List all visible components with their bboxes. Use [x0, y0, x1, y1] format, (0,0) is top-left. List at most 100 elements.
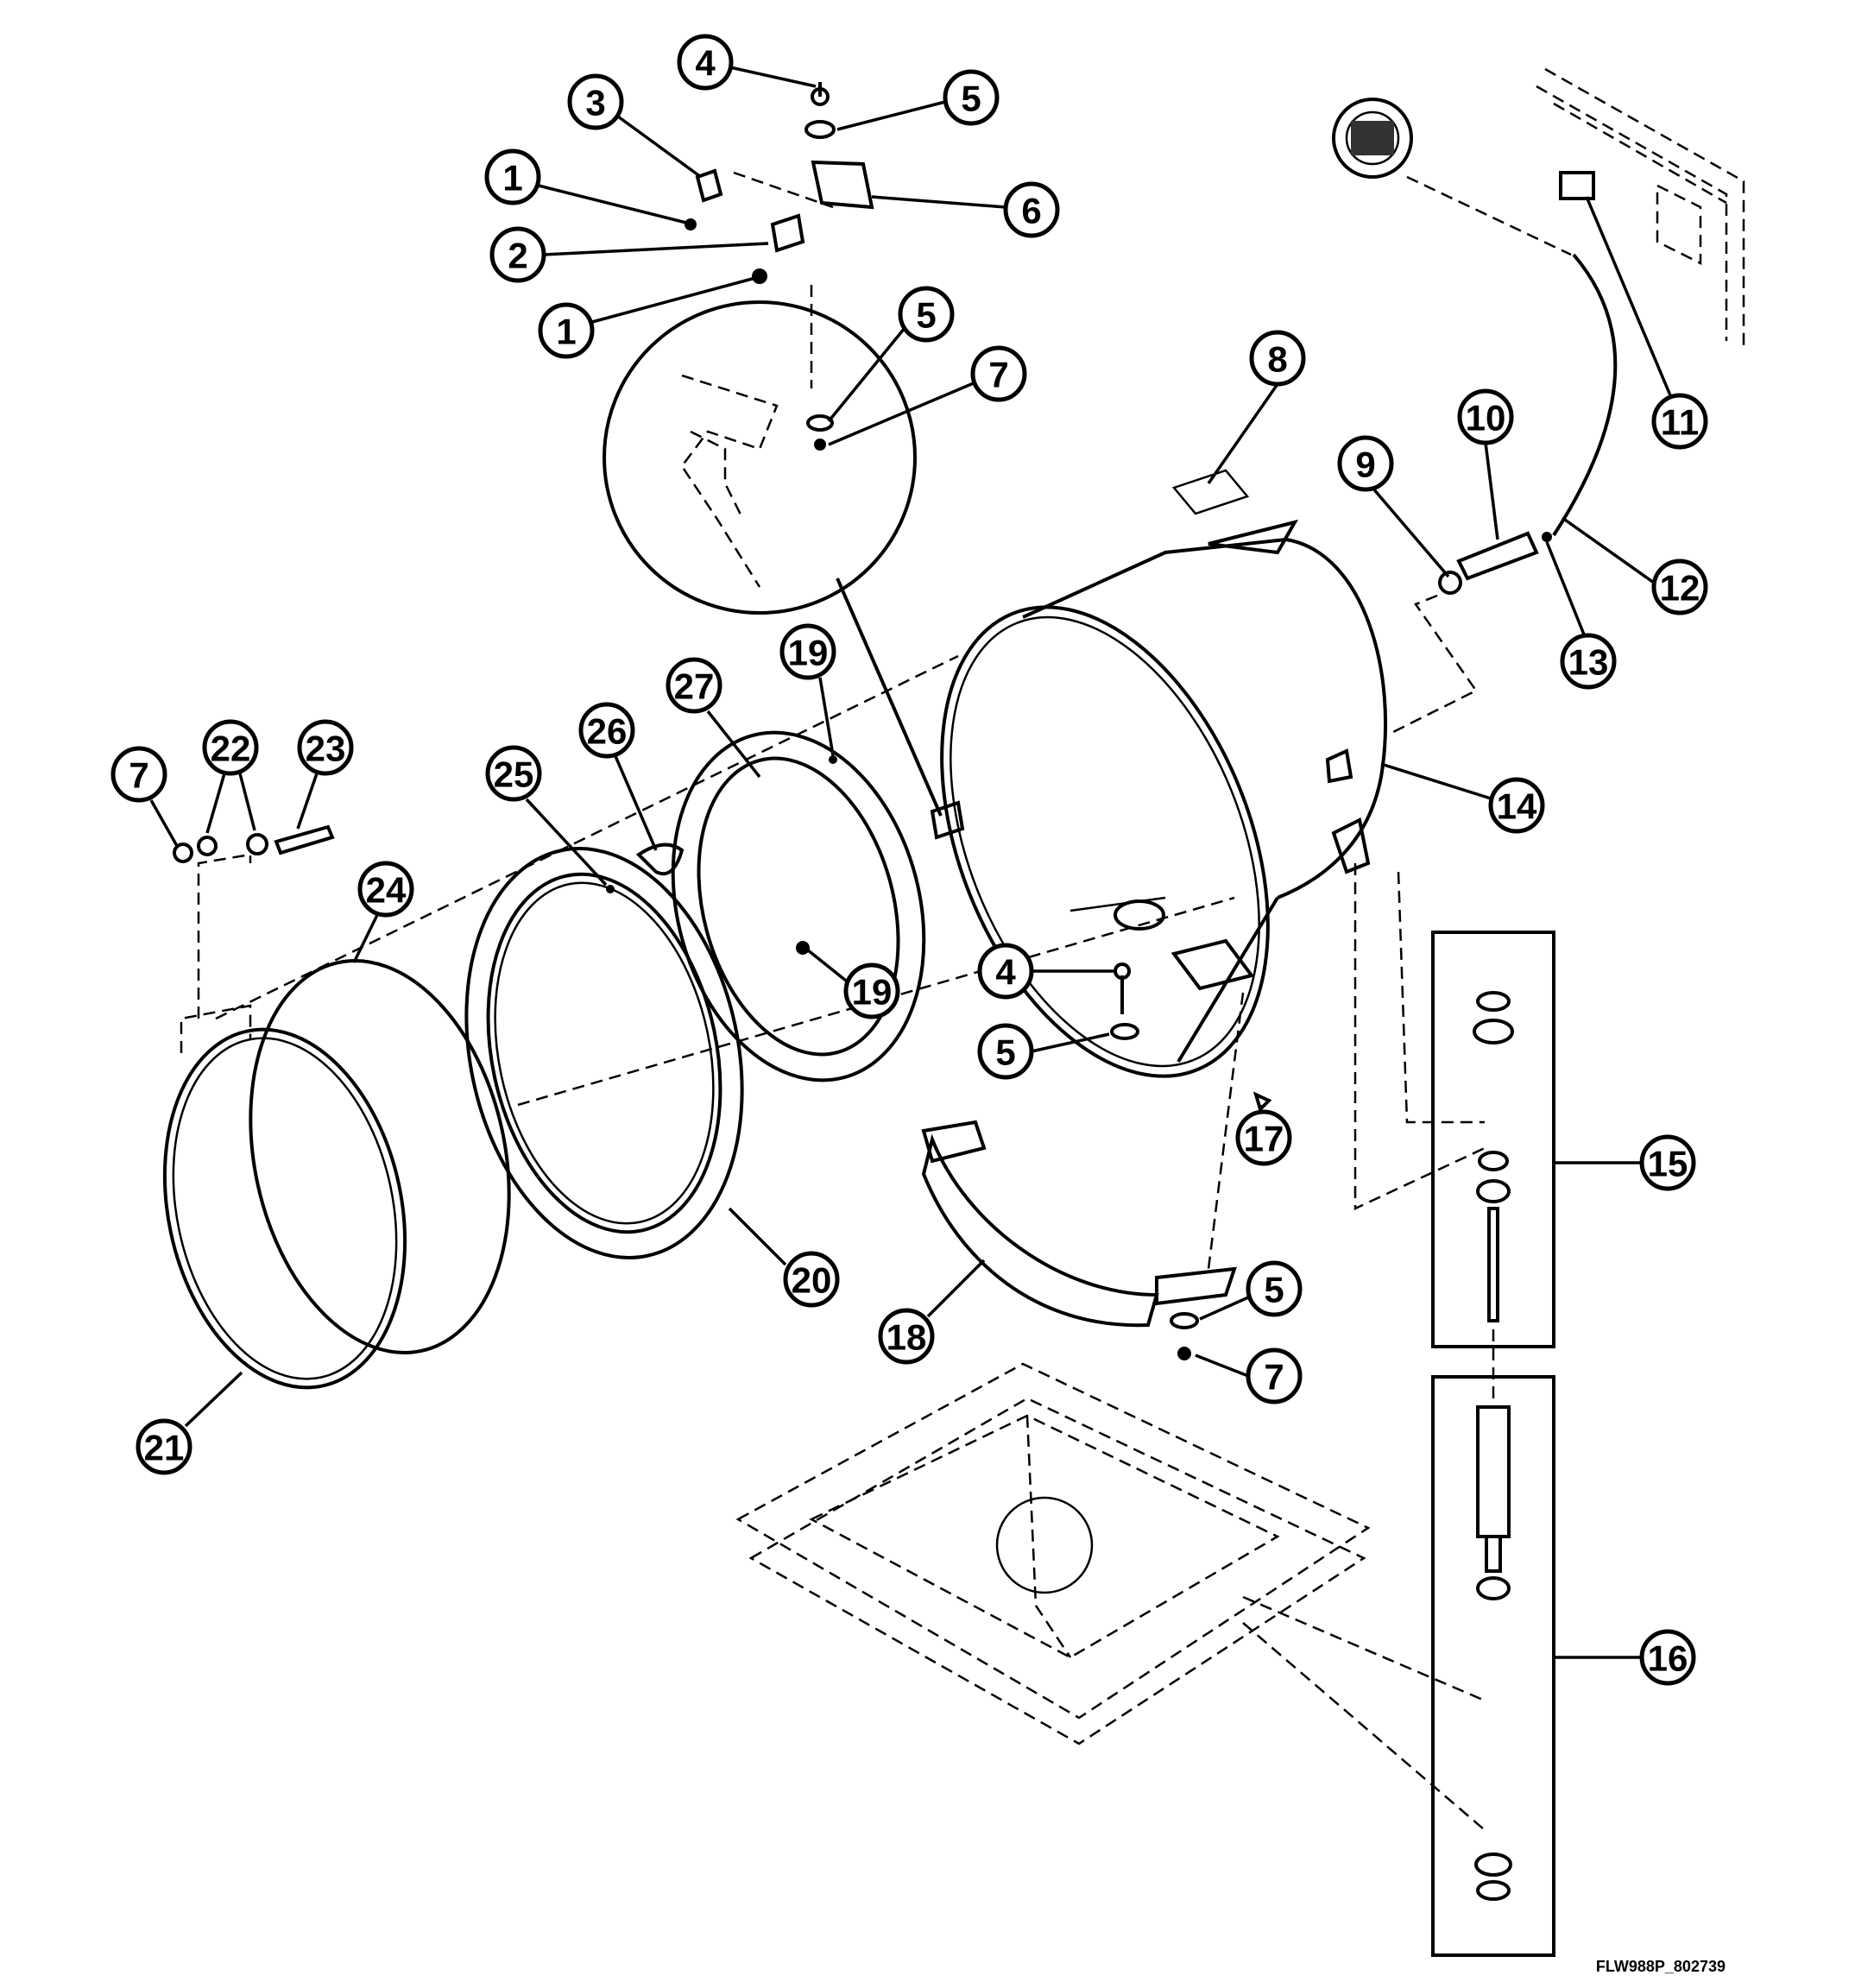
tub-label — [1171, 469, 1250, 515]
callout-circle — [484, 148, 541, 205]
callout-label: 19 — [852, 972, 893, 1013]
callout-circle — [567, 73, 624, 130]
callout-circle — [1246, 1260, 1303, 1317]
console-panel-outline — [1536, 67, 1745, 345]
callout-2: 2 — [489, 226, 546, 283]
callout-27: 27 — [666, 657, 722, 714]
callout-label: 1 — [502, 158, 522, 199]
callout-7: 7 — [970, 345, 1027, 402]
callout-circle — [136, 1418, 192, 1475]
callout-circle — [1337, 435, 1394, 492]
callout-21: 21 — [136, 1418, 192, 1475]
callout-20: 20 — [783, 1251, 840, 1308]
pressure-switch — [1559, 171, 1595, 200]
callout-label: 5 — [1264, 1270, 1284, 1310]
base-frame — [735, 1362, 1486, 1831]
shock-kit-upper — [1431, 931, 1555, 1348]
callout-26: 26 — [578, 702, 635, 759]
callout-label: 7 — [129, 755, 148, 796]
callout-circle — [357, 861, 414, 918]
callout-24: 24 — [357, 861, 414, 918]
callout-circle — [1003, 181, 1060, 238]
callout-label: 1 — [556, 312, 576, 352]
callout-circle — [1639, 1629, 1696, 1686]
callout-25: 25 — [485, 745, 542, 802]
callout-label: 9 — [1355, 445, 1375, 485]
callout-circle — [538, 302, 595, 359]
callout-18: 18 — [878, 1308, 935, 1365]
front-ring — [464, 847, 744, 1259]
callout-label: 4 — [695, 43, 716, 84]
callout-label: 3 — [585, 83, 605, 123]
callout-4: 4 — [677, 34, 734, 91]
callout-14: 14 — [1488, 777, 1545, 834]
callout-label: 5 — [916, 295, 936, 336]
callout-label: 5 — [995, 1032, 1015, 1073]
callout-22: 22 — [202, 719, 259, 776]
callout-label: 18 — [886, 1317, 927, 1358]
callout-5: 5 — [1246, 1260, 1303, 1317]
callout-13: 13 — [1560, 633, 1617, 690]
callout-5: 5 — [977, 1023, 1034, 1080]
callout-1: 1 — [484, 148, 541, 205]
callout-label: 19 — [788, 633, 829, 673]
callout-circle — [1639, 1134, 1696, 1191]
callout-circle — [1457, 388, 1514, 445]
callout-7: 7 — [110, 746, 167, 803]
callout-circle — [666, 657, 722, 714]
top-brackets — [685, 82, 874, 451]
callout-label: 27 — [674, 666, 715, 707]
callout-label: 21 — [144, 1428, 185, 1468]
callout-3: 3 — [567, 73, 624, 130]
callout-label: 16 — [1648, 1638, 1688, 1679]
callout-label: 25 — [494, 754, 534, 795]
callout-circle — [1651, 393, 1708, 450]
callout-circle — [898, 286, 955, 343]
callout-circle — [943, 69, 1000, 126]
callout-circle — [1488, 777, 1545, 834]
callout-label: 26 — [587, 711, 628, 752]
callout-circle — [297, 719, 354, 776]
callout-5: 5 — [898, 286, 955, 343]
callout-9: 9 — [1337, 435, 1394, 492]
hinge-ring — [671, 730, 926, 1082]
callout-7: 7 — [1246, 1347, 1303, 1404]
tub-support — [921, 1120, 1237, 1328]
callout-11: 11 — [1651, 393, 1708, 450]
callout-label: 22 — [211, 729, 251, 769]
support-fasteners — [1110, 962, 1272, 1360]
callout-label: 17 — [1244, 1119, 1284, 1159]
callout-circle — [970, 345, 1027, 402]
callout-label: 4 — [995, 952, 1016, 993]
clamp-ring — [162, 853, 407, 1390]
callout-circle — [202, 719, 259, 776]
callout-15: 15 — [1639, 1134, 1696, 1191]
callout-label: 10 — [1466, 398, 1506, 439]
callout-circle — [578, 702, 635, 759]
callout-circle — [783, 1251, 840, 1308]
callout-circle — [677, 34, 734, 91]
callout-circle — [1651, 559, 1708, 615]
callout-label: 7 — [988, 355, 1008, 395]
hose-fittings — [1389, 531, 1552, 735]
callout-10: 10 — [1457, 388, 1514, 445]
alignment-lines — [215, 654, 1486, 1270]
callout-circle — [878, 1308, 935, 1365]
clamp-fasteners — [173, 824, 335, 863]
callout-label: 13 — [1568, 642, 1609, 683]
callout-circle — [1249, 330, 1306, 387]
callout-circle — [485, 745, 542, 802]
callout-5: 5 — [943, 69, 1000, 126]
callout-label: 7 — [1264, 1357, 1284, 1398]
callout-label: 24 — [366, 870, 407, 911]
leader-lines — [149, 66, 1672, 1659]
callout-16: 16 — [1639, 1629, 1696, 1686]
callout-label: 15 — [1648, 1144, 1688, 1184]
callout-label: 12 — [1660, 568, 1700, 609]
pressure-hose — [1552, 253, 1618, 537]
callout-circle — [843, 962, 900, 1019]
callout-circle — [1246, 1347, 1303, 1404]
callout-circle — [110, 746, 167, 803]
callout-label: 8 — [1267, 339, 1287, 380]
